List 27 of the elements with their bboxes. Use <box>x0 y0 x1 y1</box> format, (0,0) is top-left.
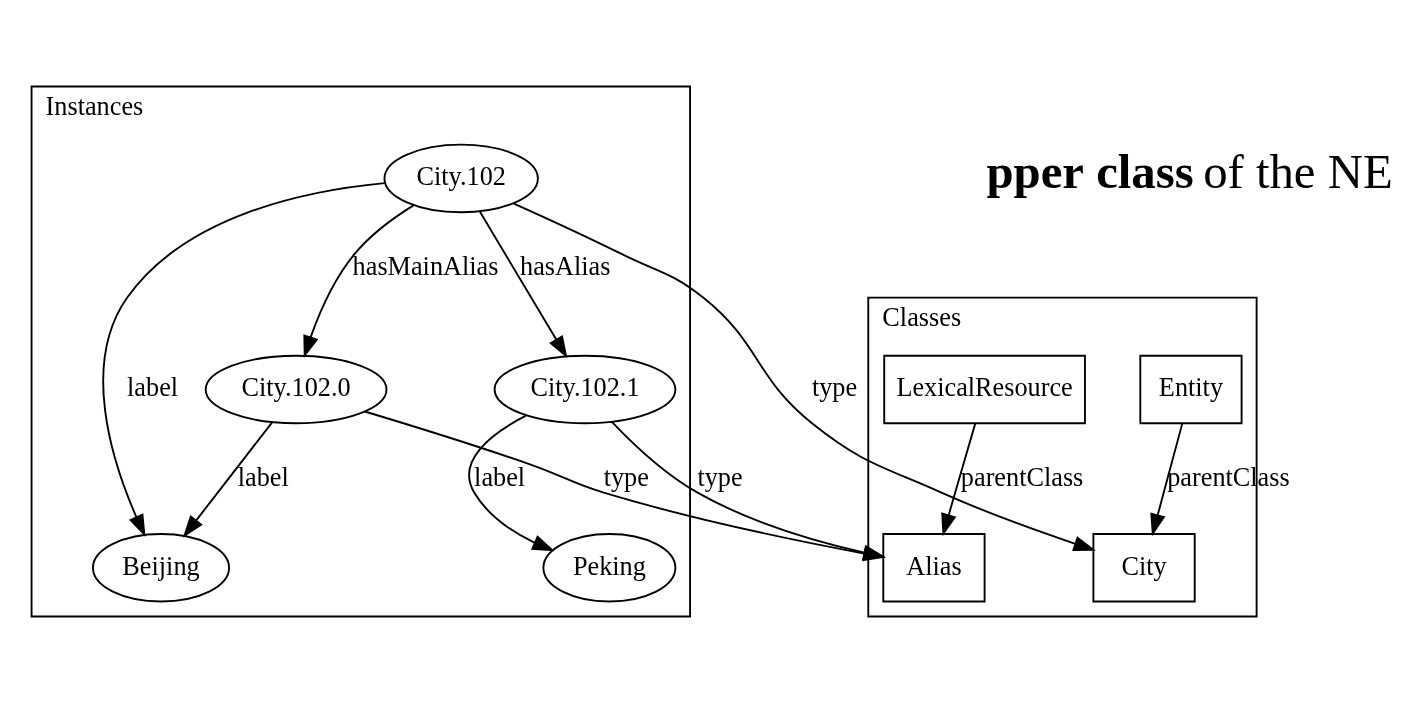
edge-label: label <box>127 372 179 402</box>
node-box: Entity <box>1139 354 1243 424</box>
node-ellipse: City.102.0 <box>204 354 388 424</box>
edge-label: parentClass <box>960 462 1084 492</box>
node-box: City <box>1092 532 1196 602</box>
edge-label: type <box>697 462 743 492</box>
label: pper class of the NE <box>986 144 1393 199</box>
arrow <box>102 181 386 537</box>
arrow <box>1150 421 1184 536</box>
arrow <box>468 414 555 551</box>
node-ellipse: Peking <box>542 532 677 602</box>
arrow <box>941 421 977 536</box>
arrow <box>479 210 568 358</box>
edge-label: hasAlias <box>520 251 611 281</box>
arrow <box>512 202 1096 551</box>
edge-label: hasMainAlias <box>352 251 499 281</box>
arrow <box>303 203 415 358</box>
edge-label: type <box>603 462 649 492</box>
node-ellipse: City.102.1 <box>493 354 677 424</box>
node-ellipse: City.102 <box>383 143 539 213</box>
edge-label: label <box>237 462 289 492</box>
node-box: LexicalResource <box>883 354 1086 424</box>
arrow <box>182 421 273 538</box>
node-box: Alias <box>882 532 986 602</box>
edge-label: type <box>811 372 858 402</box>
node-ellipse: Beijing <box>92 532 231 602</box>
edge-label: label <box>474 462 526 492</box>
